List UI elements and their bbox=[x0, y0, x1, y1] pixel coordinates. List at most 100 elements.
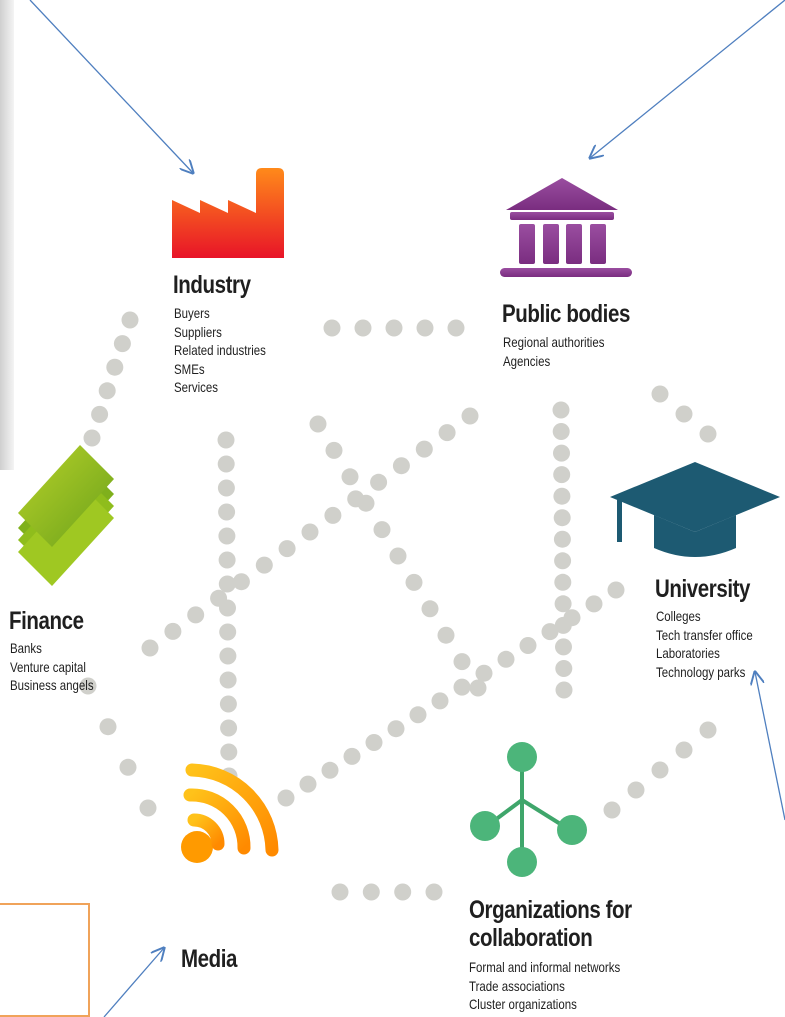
connector-dot bbox=[99, 718, 117, 736]
connector-dot bbox=[392, 457, 410, 475]
arrow-to-public-bodies bbox=[590, 0, 785, 158]
list-item: Laboratories bbox=[656, 645, 720, 662]
connector-dot bbox=[83, 429, 101, 447]
connector-dot bbox=[106, 358, 124, 376]
connector-dot bbox=[362, 883, 380, 901]
connector-dot bbox=[321, 761, 339, 779]
connector-dot bbox=[220, 719, 238, 737]
connector-dot bbox=[309, 415, 327, 433]
connector-dot bbox=[210, 589, 228, 607]
organizations-title: Organizations for collaboration bbox=[469, 896, 632, 952]
connector-dot bbox=[387, 720, 405, 738]
public-bodies-title: Public bodies bbox=[502, 300, 630, 328]
industry-title: Industry bbox=[173, 271, 251, 299]
connector-dot bbox=[365, 734, 383, 751]
factory-icon bbox=[172, 168, 284, 258]
connector-dot bbox=[389, 547, 407, 565]
connector-dot bbox=[277, 789, 295, 807]
list-item: Formal and informal networks bbox=[469, 959, 621, 975]
connector-dot bbox=[394, 883, 412, 901]
finance-title: Finance bbox=[9, 607, 84, 635]
connector-dot bbox=[438, 424, 456, 442]
connector-dot bbox=[651, 761, 669, 779]
connector-dot bbox=[555, 638, 572, 656]
connector-dot bbox=[98, 382, 116, 400]
connector-dot bbox=[357, 494, 375, 512]
connector-dot bbox=[554, 573, 572, 591]
connector-dot bbox=[164, 622, 182, 640]
connector-dot bbox=[585, 595, 603, 613]
connector-dot bbox=[217, 455, 235, 473]
connector-dot bbox=[453, 678, 471, 696]
list-item: Trade associations bbox=[469, 977, 565, 994]
connector-dot bbox=[139, 799, 157, 817]
connector-dot bbox=[453, 653, 471, 671]
left-edge-panel bbox=[0, 0, 14, 470]
list-item: Cluster organizations bbox=[469, 996, 577, 1013]
connector-dot bbox=[232, 573, 250, 591]
connector-dot bbox=[469, 679, 487, 697]
connector-dot bbox=[497, 650, 515, 668]
connector-dot bbox=[431, 692, 449, 710]
network-tree-icon bbox=[470, 742, 587, 877]
connector-dot bbox=[519, 637, 537, 654]
connector-dot bbox=[675, 741, 693, 759]
connector-dot bbox=[343, 747, 361, 765]
connector-dot bbox=[552, 423, 570, 440]
connector-dot bbox=[113, 335, 131, 353]
connector-dot bbox=[555, 660, 573, 677]
connector-dot bbox=[425, 883, 443, 901]
connector-dot bbox=[541, 623, 559, 641]
connector-dot bbox=[553, 444, 570, 462]
connector-dot bbox=[603, 801, 621, 819]
connector-dot bbox=[219, 695, 237, 713]
connector-dot bbox=[91, 405, 109, 423]
connector-dot bbox=[219, 623, 237, 641]
connector-dot bbox=[218, 527, 236, 545]
rss-feed-icon bbox=[181, 763, 279, 863]
connector-dot bbox=[323, 319, 341, 337]
connector-dot bbox=[415, 440, 433, 458]
connector-dot bbox=[218, 503, 236, 521]
connector-dot bbox=[187, 606, 205, 624]
connector-dot bbox=[218, 575, 236, 593]
connector-dot bbox=[699, 721, 717, 739]
connector-dot bbox=[405, 573, 423, 591]
connector-dot bbox=[553, 466, 571, 484]
connector-dot bbox=[475, 664, 493, 682]
connector-dot bbox=[341, 468, 359, 486]
list-item: Business angels bbox=[10, 677, 94, 694]
arrow-to-media bbox=[103, 948, 164, 1017]
connector-dot bbox=[119, 758, 137, 776]
connector-dot bbox=[555, 681, 573, 699]
list-item: Agencies bbox=[503, 352, 551, 369]
organizations-list: Formal and informal networks Trade assoc… bbox=[469, 958, 620, 1014]
connector-dot bbox=[324, 506, 342, 524]
connector-dot bbox=[553, 530, 571, 548]
government-building-icon bbox=[500, 178, 632, 277]
university-list: Colleges Tech transfer office Laboratori… bbox=[656, 607, 753, 681]
connector-dot bbox=[552, 401, 570, 419]
callout-box bbox=[0, 903, 90, 1017]
connector-dot bbox=[219, 647, 237, 665]
connector-dot bbox=[219, 671, 237, 689]
connector-dot bbox=[79, 677, 97, 695]
connector-dot bbox=[416, 319, 434, 337]
arrow-to-industry bbox=[29, 0, 193, 173]
connector-dot bbox=[354, 319, 372, 337]
connector-dot bbox=[409, 706, 427, 724]
connector-dot bbox=[121, 311, 139, 329]
public-bodies-list: Regional authorities Agencies bbox=[503, 333, 604, 370]
connector-dot bbox=[554, 552, 572, 570]
list-item: Colleges bbox=[656, 608, 701, 624]
connector-dot bbox=[278, 540, 296, 558]
list-item: SMEs bbox=[174, 360, 205, 377]
connector-dot bbox=[675, 405, 693, 423]
connector-dot bbox=[437, 626, 455, 644]
list-item: Technology parks bbox=[656, 663, 746, 680]
connector-dot bbox=[331, 883, 349, 901]
connector-dot bbox=[554, 595, 572, 613]
arrow-to-university bbox=[755, 672, 785, 821]
list-item: Services bbox=[174, 379, 219, 396]
